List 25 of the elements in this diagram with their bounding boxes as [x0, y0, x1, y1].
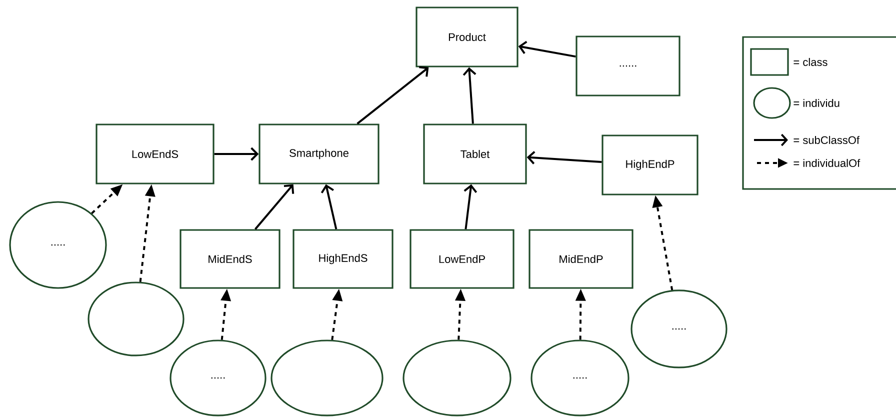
class-box: MidEndP [528, 229, 634, 289]
legend-text: = subClassOf [794, 136, 860, 144]
class-box: ...... [576, 36, 680, 96]
arrow [356, 66, 429, 124]
legend-text: = class [794, 58, 828, 66]
class-box: Tablet [423, 124, 527, 184]
class-box: LowEndP [410, 229, 514, 289]
arrow [526, 150, 602, 164]
arrow [518, 40, 576, 58]
individual-ellipse [402, 340, 512, 416]
individual-ellipse [270, 340, 384, 416]
arrow [214, 147, 259, 161]
individual-ellipse [88, 282, 184, 356]
class-box: Product [416, 6, 518, 68]
arrow [254, 184, 294, 230]
class-box: LowEndS [96, 124, 214, 184]
arrow [464, 184, 478, 230]
arrow [320, 184, 338, 230]
legend-text: = individualOf [794, 158, 860, 168]
class-box: MidEndS [180, 229, 280, 289]
arrow [462, 67, 476, 124]
class-box: Smartphone [258, 124, 380, 184]
class-box: HighEndS [292, 229, 394, 289]
class-box: HighEndP [602, 134, 698, 196]
legend-text: = individu [794, 98, 840, 108]
